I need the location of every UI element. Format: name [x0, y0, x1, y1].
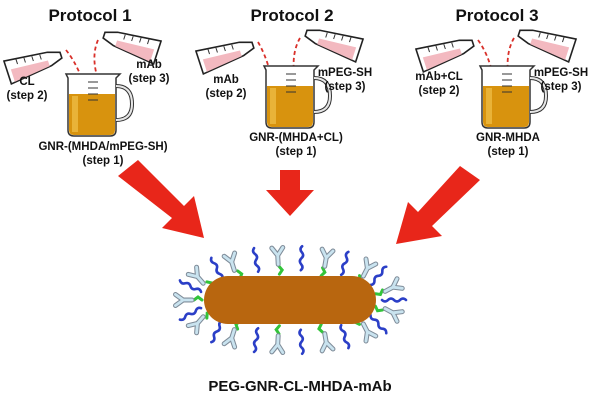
peg-chain [338, 250, 352, 277]
pour-dash [65, 49, 81, 75]
protocol-2-scheme [195, 22, 363, 130]
peg-chain [251, 246, 261, 274]
antibody-icon [188, 267, 207, 287]
peg-chain [251, 326, 261, 354]
arrow-left [118, 160, 204, 238]
linker-segment [372, 304, 384, 315]
arrow-center [266, 170, 314, 216]
protocol-3-scheme [415, 22, 576, 130]
peg-chain [298, 328, 305, 356]
antibody-icon [272, 247, 284, 264]
gold-nanorod [204, 276, 376, 324]
functionalized-nanorod [176, 244, 408, 356]
peg-chain [368, 312, 389, 336]
antibody-icon [224, 328, 239, 347]
peg-chain [298, 244, 305, 272]
linker-segment [274, 324, 281, 336]
antibody-icon [358, 259, 375, 279]
peg-chain [208, 255, 225, 282]
antibody-icon [224, 253, 239, 272]
mab-flask-icon [195, 32, 258, 75]
antibody-icon [319, 249, 333, 267]
beaker-icon [64, 72, 134, 138]
protocol-1-title: Protocol 1 [48, 6, 132, 25]
protocol-2-title: Protocol 2 [250, 6, 334, 25]
peg-chain [368, 264, 389, 288]
linker-segment [192, 295, 204, 302]
peg-chain [380, 297, 408, 303]
protocol-1-bottom-label: GNR-(MHDA/mPEG-SH)(step 1) [38, 141, 168, 167]
arrow-right [396, 166, 480, 244]
pour-dash [93, 39, 99, 73]
antibody-icon [272, 335, 284, 352]
antibody-icon [383, 279, 403, 297]
mab-cl-flask-icon [415, 30, 478, 73]
protocol-2-bottom-label: GNR-(MHDA+CL)(step 1) [249, 132, 343, 158]
mpeg-flask-icon [515, 22, 576, 62]
peg-chain [208, 318, 225, 345]
protocol-3-right-label: mPEG-SH(step 3) [533, 67, 589, 93]
linker-segment [319, 266, 328, 278]
antibody-icon [358, 321, 375, 341]
protocol-1-left-label: CL(step 2) [6, 76, 48, 102]
protocol-1-right-label: mAb(step 3) [128, 59, 170, 85]
peg-chain [338, 323, 352, 350]
antibody-icon [383, 304, 403, 322]
protocol-1-scheme [3, 24, 161, 138]
protocol-3-title: Protocol 3 [455, 6, 539, 25]
protocol-2-left-label: mAb(step 2) [205, 74, 247, 100]
linker-segment [373, 288, 386, 298]
pour-dash [477, 39, 493, 73]
linker-segment [277, 264, 284, 276]
linker-segment [316, 322, 325, 335]
antibody-icon [188, 313, 207, 333]
protocol-3-left-label: mAb+CL(step 2) [415, 71, 463, 97]
protocol-2-right-label: mPEG-SH(step 3) [317, 67, 373, 93]
product-label: PEG-GNR-CL-MHDA-mAb [208, 378, 392, 395]
antibody-icon [319, 333, 333, 351]
antibody-icon [176, 295, 193, 306]
protocol-3-bottom-label: GNR-MHDA(step 1) [476, 132, 540, 158]
mpeg-flask-icon [302, 22, 363, 62]
